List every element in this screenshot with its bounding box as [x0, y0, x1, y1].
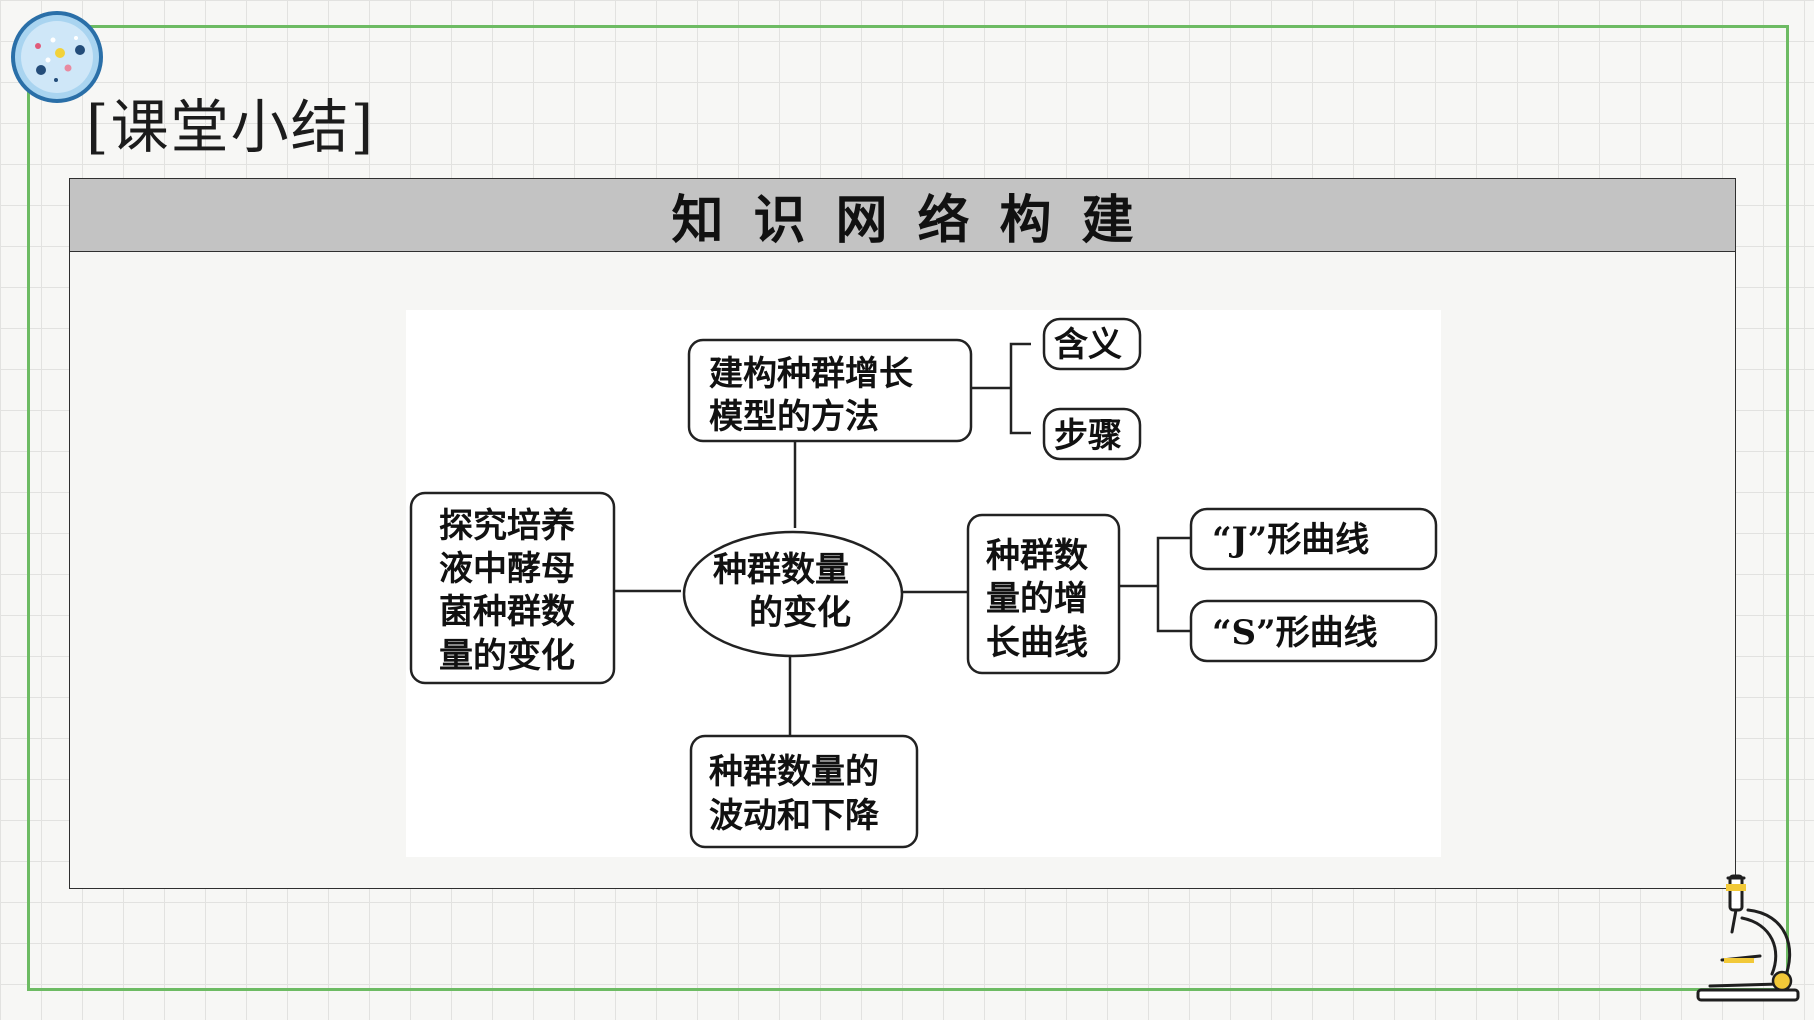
node-left-line-2: 液中酵母 — [439, 549, 575, 589]
node-bottom-line-2: 波动和下降 — [709, 796, 880, 836]
microscope-icon — [1696, 874, 1800, 1002]
node-right-line-3: 长曲线 — [986, 623, 1088, 663]
panel-title: 知识网络构建 — [671, 190, 1164, 251]
node-center-line-2: 的变化 — [749, 593, 851, 633]
node-leaf-s-curve: “S”形曲线 — [1212, 613, 1378, 653]
mind-map-diagram: 建构种群增长 模型的方法 含义 步骤 探究培养 液中酵母 菌种群数 量的变化 种… — [406, 310, 1441, 857]
node-left-box — [409, 491, 616, 685]
node-left-line-4: 量的变化 — [439, 636, 575, 676]
node-right-box — [966, 513, 1121, 675]
node-bottom-line-1: 种群数量的 — [709, 752, 879, 792]
node-bottom-box — [689, 734, 919, 849]
node-top-line-1: 建构种群增长 — [709, 354, 913, 394]
node-leaf-meaning: 含义 — [1054, 325, 1122, 365]
node-left-line-1: 探究培养 — [439, 506, 575, 546]
node-center-ellipse — [682, 530, 904, 658]
node-leaf-j-curve: “J”形曲线 — [1212, 520, 1369, 560]
node-right-line-2: 量的增 — [986, 579, 1088, 619]
node-center-line-1: 种群数量 — [713, 550, 849, 590]
node-leaf-s-curve-box — [1189, 599, 1438, 663]
bracket-right-leaves — [1156, 536, 1191, 633]
section-heading: [课堂小结] — [86, 93, 376, 161]
panel-header: 知识网络构建 — [70, 179, 1735, 252]
node-right-line-1: 种群数 — [986, 536, 1088, 576]
node-leaf-j-curve-box — [1189, 507, 1438, 571]
node-left-line-3: 菌种群数 — [439, 592, 575, 632]
palette-badge-icon — [11, 11, 103, 103]
bracket-top-leaves — [1009, 342, 1031, 435]
page-frame — [27, 25, 1789, 991]
node-leaf-steps: 步骤 — [1054, 416, 1122, 456]
node-top-box — [687, 338, 973, 443]
node-leaf-steps-box — [1042, 407, 1142, 461]
node-top-line-2: 模型的方法 — [709, 397, 879, 437]
node-leaf-meaning-box — [1042, 317, 1142, 371]
